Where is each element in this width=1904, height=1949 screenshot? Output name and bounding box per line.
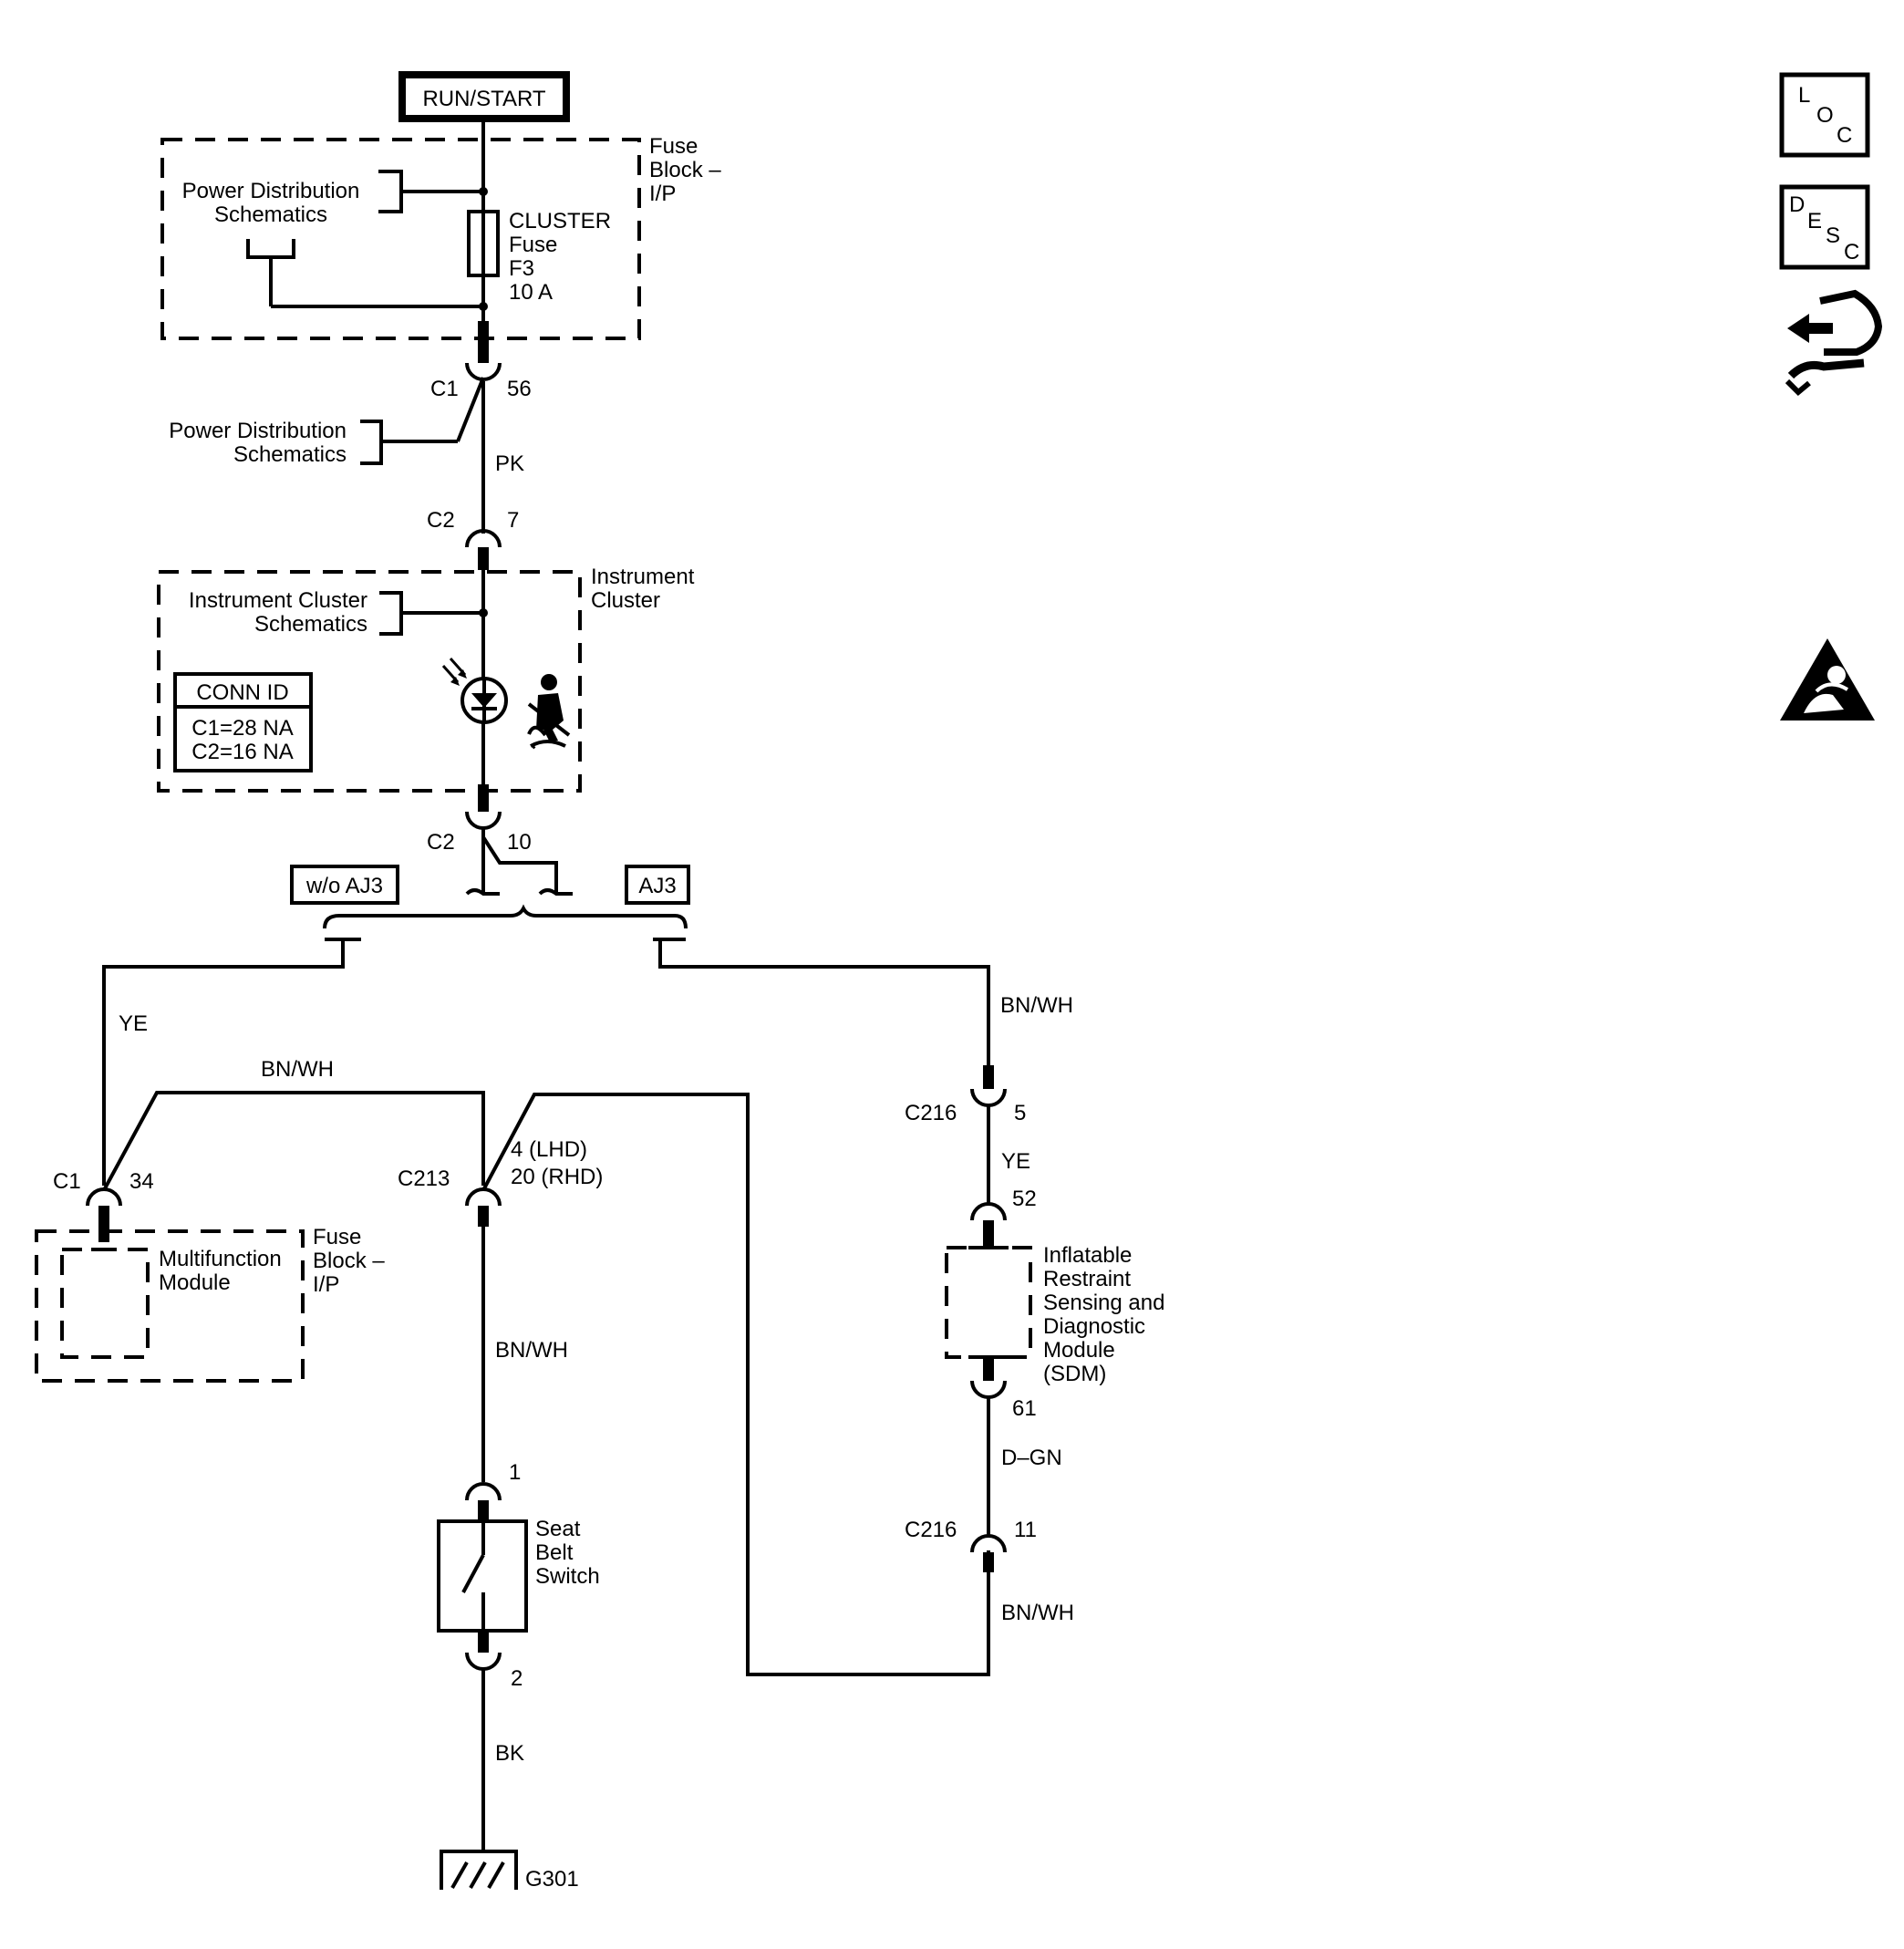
wire-ye-right-label: YE [1001,1149,1030,1174]
conn-c1-pin: 56 [507,377,532,401]
sdm-pin-bottom: 61 [1012,1396,1037,1421]
sdm-name-6: (SDM) [1043,1362,1106,1386]
power-dist-ref2-2: Schematics [233,442,347,467]
conn-id-table: CONN ID C1=28 NA C2=16 NA [173,672,313,772]
conn-id-c1: C1=28 NA [191,716,293,741]
conn-c2-7-id: C2 [427,508,455,533]
run-start-label: RUN/START [422,87,545,111]
conn-c216-11-pin: 11 [1014,1518,1037,1542]
sdm-module: 52 Inflatable Restraint Sensing and Diag… [945,1187,1164,1421]
conn-c213-pin-2: 20 (RHD) [511,1165,603,1189]
connector-repair-icon[interactable] [1785,289,1883,397]
fuse-block-title-2: Block – [649,158,721,182]
mfm-name-2: Module [159,1270,231,1295]
wire-bnwh-bottom-label: BN/WH [1001,1601,1074,1625]
fuse-block-title-3: I/P [649,181,676,206]
sdm-name-1: Inflatable [1043,1243,1132,1268]
airbag-warning-icon [1780,638,1875,721]
ic-title-1: Instrument [591,565,695,589]
connector-c216-11: C216 11 [905,1518,1037,1572]
fuse-label-3: F3 [509,256,534,281]
sdm-name-3: Sensing and [1043,1291,1164,1315]
conn-id-c2: C2=16 NA [191,740,293,764]
wire-pk-label: PK [495,451,524,476]
power-dist-ref-1: Power Distribution [182,179,360,203]
sdm-name-2: Restraint [1043,1267,1131,1291]
option-aj3: AJ3 [625,865,690,905]
mfm-name-1: Multifunction [159,1247,282,1271]
instrument-cluster: Instrument Cluster Instrument Cluster Sc… [157,565,695,793]
option-wo-aj3-label: w/o AJ3 [305,874,383,898]
conn-c2-7-pin: 7 [507,508,519,533]
power-dist-ref2-1: Power Distribution [169,419,347,443]
wire-bnwh-right-label: BN/WH [1000,993,1073,1018]
ic-ref-1: Instrument Cluster [189,588,367,613]
ground-g301: G301 [440,1850,579,1892]
switch-pin-bottom: 2 [511,1666,523,1691]
seat-belt-telltale-icon [527,674,571,750]
loc-icon[interactable]: L O C [1779,72,1870,158]
svg-text:S: S [1826,223,1840,248]
seat-belt-indicator-led-icon [441,658,508,724]
switch-name-2: Belt [535,1540,574,1565]
connector-c1-56: C1 56 [430,321,532,401]
fuse-block-title-1: Fuse [649,134,698,159]
option-aj3-label: AJ3 [638,874,676,898]
wire-dgn-label: D–GN [1001,1446,1062,1470]
ic-ref-2: Schematics [254,612,367,637]
conn-c2-10-id: C2 [427,830,455,855]
wire-bnwh-mid-label: BN/WH [495,1338,568,1363]
run-start-source: RUN/START [398,71,570,122]
svg-text:D: D [1789,192,1805,217]
wire-bnwh-top-label: BN/WH [261,1057,334,1082]
conn-c213-pin-1: 4 (LHD) [511,1137,587,1162]
switch-pin-top: 1 [509,1460,521,1485]
sdm-name-5: Module [1043,1338,1115,1363]
ground-label: G301 [525,1867,579,1892]
svg-text:O: O [1816,103,1834,128]
svg-text:C: C [1837,123,1852,148]
conn-c1-34-pin: 34 [129,1169,154,1194]
conn-c216-11-id: C216 [905,1518,957,1542]
multifunction-module: Multifunction Module Fuse Block – I/P [35,1225,385,1383]
connector-c213: C213 4 (LHD) 20 (RHD) [398,1137,603,1227]
conn-c213-id: C213 [398,1166,450,1191]
wire-bk-label: BK [495,1741,524,1766]
option-wo-aj3: w/o AJ3 [290,865,399,905]
conn-c1-34-id: C1 [53,1169,81,1194]
desc-icon[interactable]: D E S C [1779,184,1870,270]
conn-c1-id: C1 [430,377,459,401]
fuse-block-ip-top: Fuse Block – I/P Power Distribution Sche… [160,134,721,340]
connector-c1-34: C1 34 [53,1169,154,1242]
sdm-name-4: Diagnostic [1043,1314,1145,1339]
mfm-block-2: Block – [313,1249,385,1273]
mfm-block-3: I/P [313,1272,339,1297]
fuse-label-4: 10 A [509,280,553,305]
svg-text:L: L [1798,83,1810,108]
mfm-block-1: Fuse [313,1225,361,1249]
wire-ye-left-label: YE [119,1011,148,1036]
conn-c216-5-id: C216 [905,1101,957,1125]
power-dist-ref-2: Schematics [214,202,327,227]
ic-title-2: Cluster [591,588,660,613]
connector-c2-7: C2 7 [427,508,519,570]
connector-c216-5: C216 5 [905,1065,1026,1125]
switch-name-3: Switch [535,1564,600,1589]
seat-belt-switch: 1 Seat Belt Switch 2 [437,1460,600,1691]
svg-text:C: C [1844,240,1859,264]
sdm-pin-top: 52 [1012,1187,1037,1211]
conn-c216-5-pin: 5 [1014,1101,1026,1125]
fuse-label-1: CLUSTER [509,209,611,233]
switch-name-1: Seat [535,1517,581,1541]
connector-c2-10: C2 10 [427,784,532,855]
fuse-label-2: Fuse [509,233,557,257]
conn-id-header: CONN ID [196,680,288,705]
conn-c2-10-pin: 10 [507,830,532,855]
svg-text:E: E [1807,209,1822,233]
